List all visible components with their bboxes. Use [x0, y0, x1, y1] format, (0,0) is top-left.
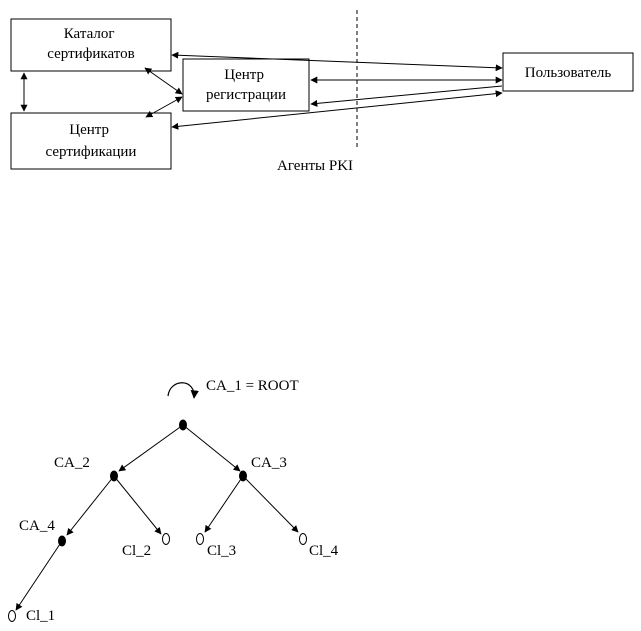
user-box [502, 52, 634, 92]
catalog-box-label: Каталог сертификатов [47, 26, 134, 62]
label-ca4: CA_4 [19, 518, 55, 534]
label-cl1: Cl_1 [26, 608, 55, 624]
registration-label-line-2: регистрации [206, 87, 286, 103]
pki-diagram: Каталог сертификатов Центр сертификации … [10, 10, 634, 174]
agents-pki-label: Агенты PKI [277, 158, 353, 174]
label-cl3: Cl_3 [207, 543, 236, 559]
arrow-user-to-registration [310, 85, 503, 107]
node-ca3 [239, 470, 247, 482]
registration-label-line-1: Центр [224, 67, 264, 83]
catalog-label-line-1: Каталог [64, 26, 115, 42]
certification-box-label: Центр сертификации [46, 122, 137, 160]
edge-ca3-cl4 [242, 475, 299, 533]
arrow-certification-user [171, 90, 503, 130]
label-ca2: CA_2 [54, 455, 90, 471]
certification-label-line-1: Центр [69, 122, 109, 138]
edge-root-ca2 [118, 424, 184, 472]
label-cl2: Cl_2 [122, 543, 151, 559]
edge-ca3-cl3 [204, 475, 244, 533]
certificate-tree: CA_1 = ROOT CA_2 CA_3 CA_4 Cl_2 Cl_3 Cl_… [8, 378, 339, 624]
node-cl4 [299, 533, 307, 545]
edge-ca2-cl2 [113, 475, 162, 535]
node-cl2 [162, 533, 170, 545]
node-cl1 [8, 610, 16, 622]
node-cl3 [196, 533, 204, 545]
catalog-label-line-2: сертификатов [47, 46, 134, 62]
certification-label-line-2: сертификации [46, 144, 137, 160]
root-self-loop [167, 382, 199, 399]
certification-box [10, 112, 172, 170]
root-label: CA_1 = ROOT [206, 378, 299, 394]
edge-ca4-cl1 [15, 540, 63, 611]
edge-ca2-ca4 [66, 475, 115, 536]
arrow-catalog-user [171, 51, 503, 72]
node-root [179, 419, 187, 431]
catalog-box [10, 18, 172, 72]
node-ca2 [110, 470, 118, 482]
node-ca4 [58, 535, 66, 547]
label-cl4: Cl_4 [309, 543, 339, 559]
arrow-catalog-registration [144, 67, 183, 95]
label-ca3: CA_3 [251, 455, 287, 471]
user-box-label: Пользователь [525, 65, 612, 81]
edge-root-ca3 [182, 424, 241, 472]
